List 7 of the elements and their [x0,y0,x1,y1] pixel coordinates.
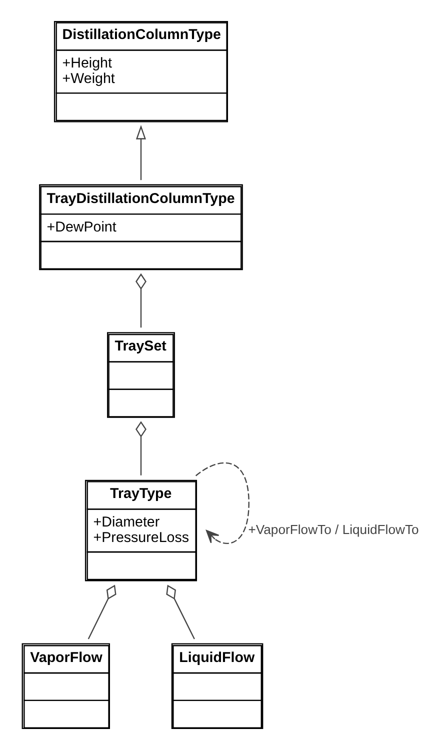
edge-label: +VaporFlowTo / LiquidFlowTo [248,521,419,536]
arrow [195,462,250,544]
arrow [136,124,146,180]
connector [88,584,116,639]
connector [166,584,195,639]
connector [136,272,146,328]
connector [136,420,146,475]
